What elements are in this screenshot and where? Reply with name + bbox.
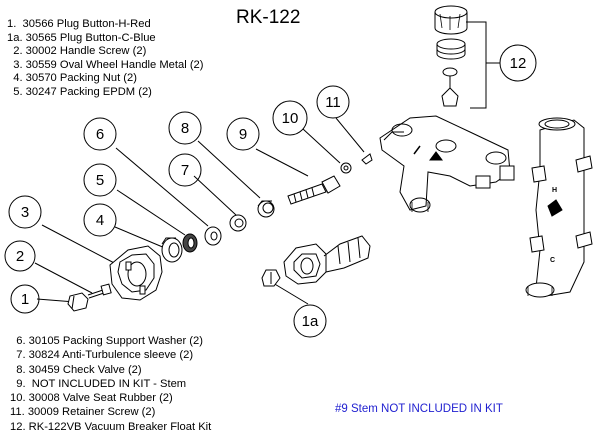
part-item: 1. 30566 Plug Button-H-Red xyxy=(7,18,151,30)
callout-10 xyxy=(272,100,308,136)
anti-turbulence-sleeve-part xyxy=(229,214,247,232)
callout-1a xyxy=(293,304,327,338)
callout-label-4: 4 xyxy=(96,212,104,229)
diagram-title: RK-122 xyxy=(236,7,301,28)
callout-label-1: 1 xyxy=(21,291,29,308)
callout-9 xyxy=(226,117,260,151)
callout-8 xyxy=(168,111,202,145)
valve-seat-rubber-part xyxy=(340,162,352,174)
callout-label-1a: 1a xyxy=(302,313,319,330)
vacuum-breaker-part xyxy=(434,5,468,107)
hot-marking: H xyxy=(552,187,557,194)
valve-body-part xyxy=(379,115,515,213)
callout-5 xyxy=(83,163,117,197)
handle-assembly-part xyxy=(283,235,371,285)
leader-line xyxy=(116,189,186,236)
part-item: 1a. 30565 Plug Button-C-Blue xyxy=(7,31,156,44)
part-item: 3. 30559 Oval Wheel Handle Metal (2) xyxy=(7,58,204,71)
leader-line xyxy=(335,117,365,153)
leader-line xyxy=(197,140,261,199)
part-item: 9. NOT INCLUDED IN KIT - Stem xyxy=(10,377,187,390)
leader-line xyxy=(115,147,209,227)
callout-label-9: 9 xyxy=(239,126,247,143)
plug-button-c-part xyxy=(261,269,281,287)
manifold-part xyxy=(525,117,593,298)
stem-not-included-note: #9 Stem NOT INCLUDED IN KIT xyxy=(335,403,503,415)
callout-4 xyxy=(83,203,117,237)
plug-button-h-part xyxy=(67,292,89,312)
callout-12 xyxy=(499,44,537,82)
part-item: 11. 30009 Retainer Screw (2) xyxy=(10,406,156,419)
bracket-line xyxy=(466,21,487,109)
part-item: 8. 30459 Check Valve (2) xyxy=(10,363,142,376)
leader-line xyxy=(114,226,166,249)
packing-support-washer-part xyxy=(204,226,222,246)
stem-part xyxy=(287,175,341,205)
cold-marking: C xyxy=(550,257,555,264)
leader-line xyxy=(272,282,309,305)
leader-line xyxy=(34,262,93,294)
parts-list-top: 1. 30566 Plug Button-H-Red 1a. 30565 Plu… xyxy=(7,18,204,100)
leader-line xyxy=(193,175,237,216)
retainer-screw-part xyxy=(361,153,373,165)
check-valve-part xyxy=(257,200,275,218)
callout-7 xyxy=(168,153,202,187)
callout-label-5: 5 xyxy=(96,172,104,189)
part-item: 2. 30002 Handle Screw (2) xyxy=(7,45,147,58)
part-item: 5. 30247 Packing EPDM (2) xyxy=(7,85,152,98)
parts-list-bottom: 6. 30105 Packing Support Washer (2) 7. 3… xyxy=(10,334,211,434)
packing-nut-part xyxy=(161,237,183,263)
callout-2 xyxy=(4,240,36,272)
callout-label-6: 6 xyxy=(96,126,104,143)
part-item: 7. 30824 Anti-Turbulence sleeve (2) xyxy=(10,349,194,362)
callout-label-12: 12 xyxy=(510,55,527,72)
leader-line xyxy=(302,128,341,164)
part-item: 10. 30008 Valve Seat Rubber (2) xyxy=(10,392,173,405)
wheel-handle-part xyxy=(109,245,163,301)
callout-label-8: 8 xyxy=(181,120,189,137)
handle-screw-part xyxy=(87,283,112,299)
callout-label-2: 2 xyxy=(16,248,24,265)
callout-label-11: 11 xyxy=(325,94,341,111)
callout-label-7: 7 xyxy=(181,162,189,179)
part-item: 12. RK-122VB Vacuum Breaker Float Kit xyxy=(10,420,212,433)
packing-epdm-part xyxy=(182,233,198,253)
part-item: 4. 30570 Packing Nut (2) xyxy=(7,72,137,85)
callout-6 xyxy=(83,117,117,151)
part-item: 6. 30105 Packing Support Washer (2) xyxy=(10,335,203,347)
leader-line xyxy=(41,224,119,266)
callout-3 xyxy=(8,195,42,229)
callout-11 xyxy=(316,85,350,119)
callout-1 xyxy=(10,284,40,314)
callout-label-10: 10 xyxy=(282,110,299,127)
leader-line xyxy=(255,148,309,177)
callout-label-3: 3 xyxy=(21,204,29,221)
